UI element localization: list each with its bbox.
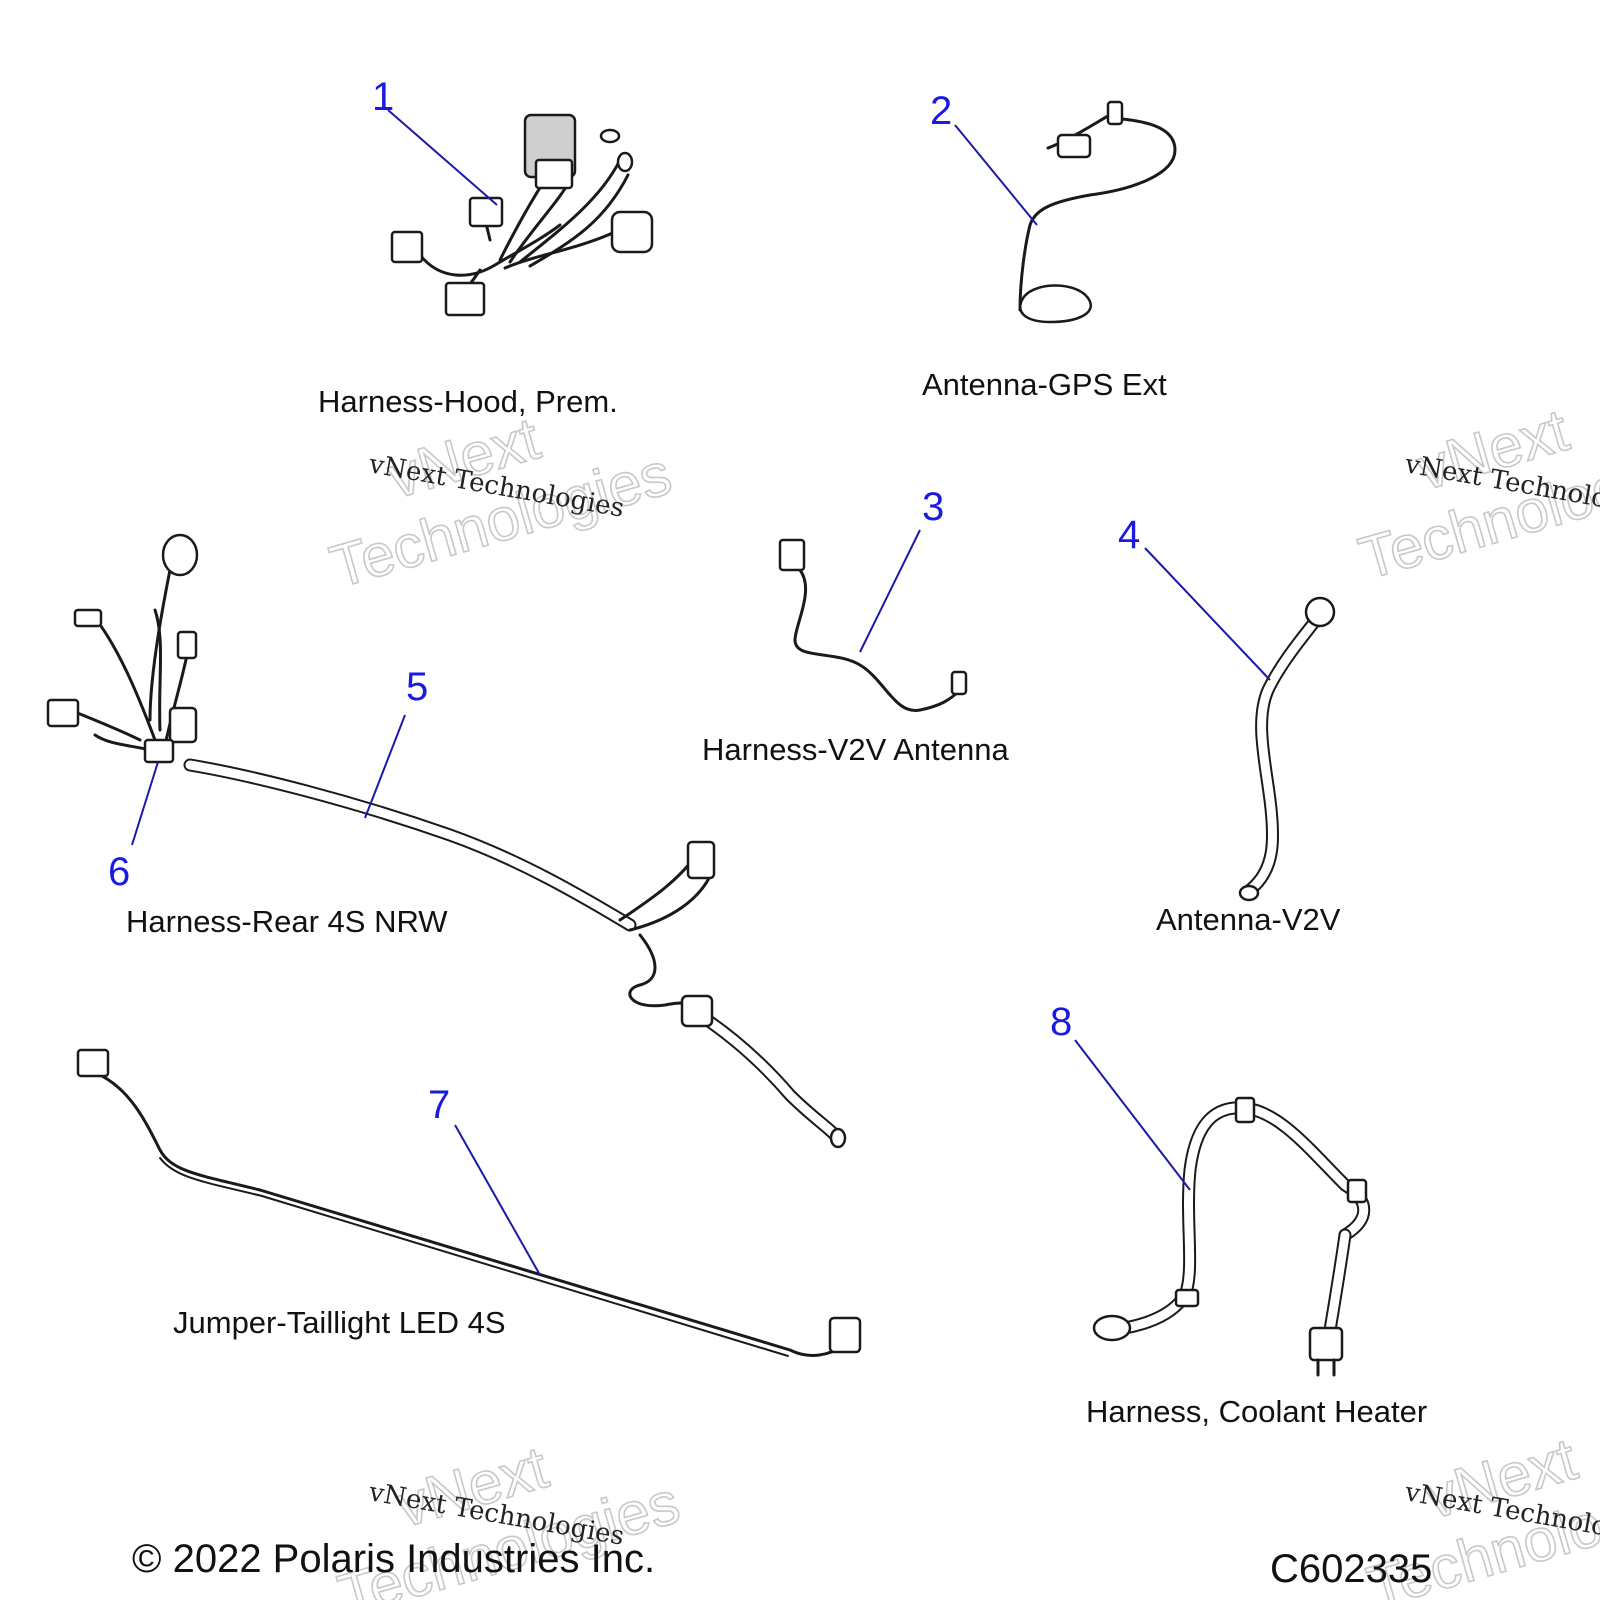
part-1-harness-hood-drawing xyxy=(390,113,654,317)
part-4-antenna-v2v-drawing xyxy=(1238,596,1336,902)
leader-line xyxy=(1144,547,1271,681)
part-2-antenna-gps-drawing xyxy=(1018,100,1177,324)
diagram-code: C602335 xyxy=(1270,1547,1432,1591)
leader-line xyxy=(454,1124,541,1276)
part-label: Harness-V2V Antenna xyxy=(702,732,1010,767)
callout-number: 1 xyxy=(372,75,394,119)
part-label: Antenna-GPS Ext xyxy=(922,367,1167,402)
leader-line xyxy=(131,761,159,846)
part-7-jumper-taillight-drawing xyxy=(76,1048,862,1357)
callout-number: 7 xyxy=(428,1083,450,1127)
leader-line xyxy=(954,124,1038,226)
part-8-coolant-heater-drawing xyxy=(1092,1096,1371,1377)
callout-number: 4 xyxy=(1118,513,1140,557)
part-5-harness-rear-drawing xyxy=(46,533,847,1149)
copyright-text: © 2022 Polaris Industries Inc. xyxy=(132,1537,655,1581)
part-label: Jumper-Taillight LED 4S xyxy=(173,1305,506,1340)
leader-line xyxy=(859,529,921,653)
part-3-harness-v2v-drawing xyxy=(778,538,968,712)
part-label: Harness, Coolant Heater xyxy=(1086,1394,1427,1429)
part-label: Antenna-V2V xyxy=(1156,902,1341,937)
callout-number: 8 xyxy=(1050,1000,1072,1044)
part-label: Harness-Rear 4S NRW xyxy=(126,904,448,939)
callout-number: 3 xyxy=(922,485,944,529)
leader-line xyxy=(364,714,406,819)
leader-line xyxy=(1074,1039,1191,1191)
callout-number: 5 xyxy=(406,665,428,709)
leader-line xyxy=(387,109,498,206)
callout-number: 2 xyxy=(930,89,952,133)
callout-number: 6 xyxy=(108,850,130,894)
part-label: Harness-Hood, Prem. xyxy=(318,384,618,419)
